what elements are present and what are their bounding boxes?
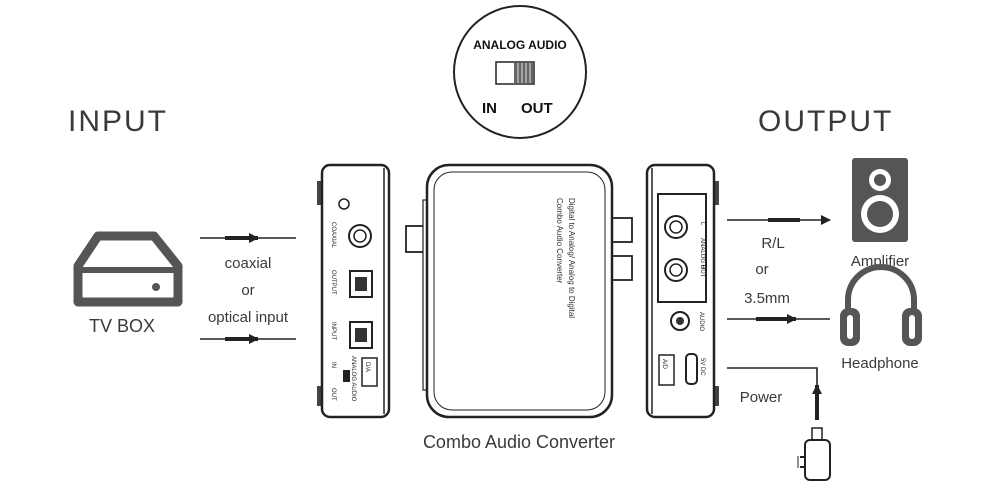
- device-left-side-panel: COAXIAL OUTPUT INPUT IN ANALOG AUDIO OUT…: [317, 163, 391, 419]
- power-adapter-icon: [797, 427, 831, 481]
- led-icon: [338, 198, 350, 210]
- tv-box-icon: [73, 231, 183, 307]
- headphone-label: Headphone: [841, 355, 919, 372]
- or-right-label: or: [755, 261, 768, 278]
- rl-label: R/L: [761, 235, 784, 252]
- analog-switch-icon: [343, 370, 350, 382]
- mm35-label: 3.5mm: [744, 290, 790, 307]
- right-panel-l-text: L: [699, 222, 705, 226]
- analog-audio-switch-inset: ANALOG AUDIO IN OUT: [453, 5, 587, 139]
- device-top-text-line2: Combo Audio Converter: [555, 198, 564, 284]
- product-name-label: Combo Audio Converter: [423, 432, 615, 452]
- inset-in-label: IN: [482, 100, 497, 117]
- usb-power-port-icon: [685, 353, 698, 385]
- right-panel-analog-out-text: ANALOG OUT: [699, 238, 705, 278]
- left-panel-coaxial-text: COAXIAL: [330, 222, 336, 249]
- coaxial-label: coaxial: [225, 255, 272, 272]
- tv-box-label: TV BOX: [89, 316, 155, 336]
- device-right-side-panel: L R ANALOG OUT AUDIO 5V DC A/D: [645, 163, 719, 419]
- right-panel-audio-text: AUDIO: [698, 312, 704, 331]
- inset-title: ANALOG AUDIO: [473, 38, 567, 52]
- left-panel-out-text: OUT: [330, 388, 336, 401]
- left-panel-analog-audio-text: ANALOG AUDIO: [350, 356, 356, 402]
- or-left-label: or: [241, 282, 254, 299]
- left-panel-badge: D/A: [364, 362, 370, 372]
- right-panel-badge: A/D: [661, 359, 667, 370]
- right-panel-dc-text: 5V DC: [699, 358, 705, 376]
- amplifier-label: Amplifier: [851, 253, 909, 270]
- slide-switch-knob: [514, 63, 533, 83]
- headphone-icon: [840, 264, 922, 346]
- power-cable: [727, 367, 822, 420]
- output-heading: OUTPUT: [758, 105, 893, 138]
- converter-top-view: Digital to Analog/ Analog to Digital Com…: [405, 163, 633, 419]
- speaker-icon: [852, 158, 908, 242]
- optical-input-label: optical input: [208, 309, 289, 326]
- left-panel-input-text: INPUT: [330, 322, 336, 340]
- right-panel-r-text: R: [699, 265, 705, 270]
- power-label: Power: [740, 389, 783, 406]
- input-heading: INPUT: [68, 105, 168, 138]
- left-panel-in-text: IN: [330, 362, 336, 368]
- device-top-text-line1: Digital to Analog/ Analog to Digital: [567, 198, 576, 318]
- inset-out-label: OUT: [521, 100, 553, 117]
- left-panel-output-text: OUTPUT: [330, 270, 336, 295]
